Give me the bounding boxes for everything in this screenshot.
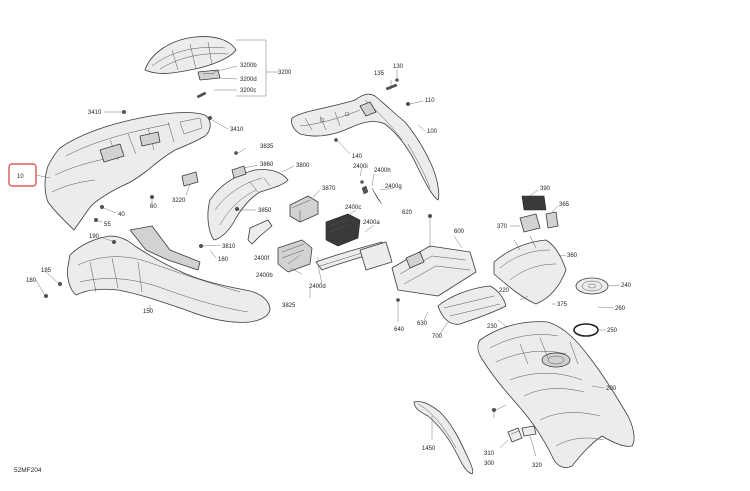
callout-140: 140 xyxy=(352,154,363,160)
callout-labels: 3200 3200b 3200d 3200c 135 130 110 100 1… xyxy=(14,63,632,474)
callout-250: 250 xyxy=(607,328,618,334)
part-100-side-panel xyxy=(291,70,440,201)
part-3200-top-cover xyxy=(144,36,278,99)
callout-100: 100 xyxy=(427,129,438,135)
callout-135: 135 xyxy=(374,71,385,77)
callout-2400d: 2400d xyxy=(309,284,326,290)
callout-300: 300 xyxy=(484,461,495,467)
callout-3835: 3835 xyxy=(260,144,274,150)
callout-3200: 3200 xyxy=(278,70,292,76)
callout-360: 360 xyxy=(567,253,578,259)
callout-3860: 3860 xyxy=(260,162,274,168)
callout-150: 150 xyxy=(143,309,154,315)
callout-200: 200 xyxy=(606,386,617,392)
part-3800-bracket xyxy=(198,147,295,259)
callout-600: 600 xyxy=(454,229,465,235)
part-3850-clip xyxy=(247,219,273,245)
diagram-code: 52MF204 xyxy=(14,467,42,474)
callout-630: 630 xyxy=(417,321,428,327)
callout-55: 55 xyxy=(104,222,111,228)
callout-3200c: 3200c xyxy=(240,88,256,94)
part-10-front-fascia xyxy=(8,109,229,231)
callout-185: 185 xyxy=(41,268,52,274)
callout-700: 700 xyxy=(432,334,443,340)
part-3870-module xyxy=(289,189,321,223)
callout-390: 390 xyxy=(540,186,551,192)
part-600-tray xyxy=(391,213,477,322)
callout-3200d: 3200d xyxy=(240,77,257,83)
callout-3220: 3220 xyxy=(172,198,186,204)
callout-320: 320 xyxy=(532,463,543,469)
part-2400-electrical-group xyxy=(277,167,395,298)
part-700-lower-panel xyxy=(423,285,507,335)
part-310-320-pads xyxy=(492,404,537,457)
callout-640: 640 xyxy=(394,327,405,333)
callout-2400i: 2400i xyxy=(353,164,368,170)
callout-3410-right: 3410 xyxy=(230,127,244,133)
callout-230: 230 xyxy=(487,324,498,330)
part-360-support xyxy=(493,189,567,329)
part-1450-strap xyxy=(413,401,474,475)
callout-365: 365 xyxy=(559,202,570,208)
callout-220: 220 xyxy=(499,288,510,294)
callout-3800: 3800 xyxy=(296,163,310,169)
callout-190: 190 xyxy=(89,234,100,240)
callout-160: 160 xyxy=(218,257,229,263)
callout-2400b: 2400b xyxy=(256,273,273,279)
callout-260: 260 xyxy=(615,306,626,312)
callout-620: 620 xyxy=(402,210,413,216)
callout-2400c: 2400c xyxy=(345,205,361,211)
callout-3410-left: 3410 xyxy=(88,110,102,116)
part-150-side-trim xyxy=(35,225,271,323)
callout-3200b: 3200b xyxy=(240,63,257,69)
callout-2400g: 2400g xyxy=(385,184,402,190)
callout-1450: 1450 xyxy=(422,446,436,452)
callout-3810: 3810 xyxy=(222,244,236,250)
callout-370: 370 xyxy=(497,224,508,230)
callout-3850: 3850 xyxy=(258,208,272,214)
callout-3870: 3870 xyxy=(322,186,336,192)
callout-3825: 3825 xyxy=(282,303,296,309)
part-240-fuel-cap-parts xyxy=(573,277,621,337)
callout-40: 40 xyxy=(118,212,125,218)
callout-2400a: 2400a xyxy=(363,220,380,226)
callout-375: 375 xyxy=(557,302,568,308)
callout-180: 180 xyxy=(26,278,37,284)
callout-240: 240 xyxy=(621,283,632,289)
callout-10: 10 xyxy=(17,174,24,180)
callout-130: 130 xyxy=(393,64,404,70)
callout-2400h: 2400h xyxy=(374,168,391,174)
callout-2400f: 2400f xyxy=(254,256,269,262)
callout-110: 110 xyxy=(425,98,435,104)
part-200-frame xyxy=(477,321,635,468)
callout-60: 60 xyxy=(150,204,157,210)
callout-highlight-box xyxy=(8,163,37,187)
callout-310: 310 xyxy=(484,451,495,457)
